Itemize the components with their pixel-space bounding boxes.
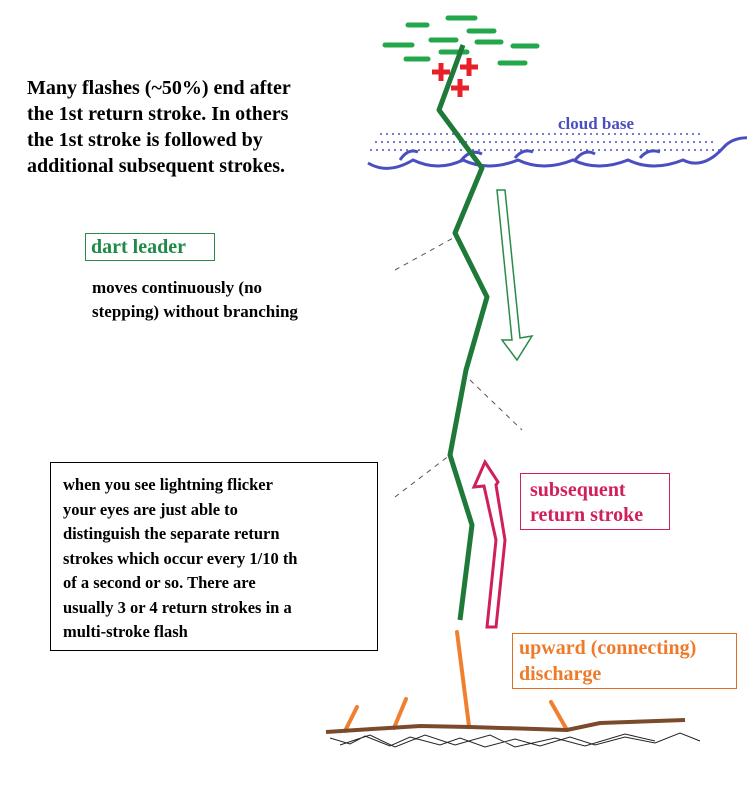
negative-charges bbox=[382, 15, 540, 66]
upward-discharge-label: upward (connecting) discharge bbox=[512, 633, 737, 689]
intro-text: Many flashes (~50%) end after the 1st re… bbox=[27, 77, 291, 177]
dart-leader-description: moves continuously (no stepping) without… bbox=[92, 278, 298, 321]
return-stroke-label: subsequent return stroke bbox=[520, 473, 670, 530]
dart-leader-label: dart leader bbox=[85, 233, 215, 261]
leader-dashes bbox=[394, 236, 523, 498]
dart-leader-channel bbox=[436, 44, 490, 621]
flicker-note-box: when you see lightning flicker your eyes… bbox=[50, 462, 378, 651]
positive-charges bbox=[432, 58, 478, 97]
upward-discharges bbox=[343, 630, 569, 733]
upward-arrow-icon bbox=[471, 458, 507, 629]
cloud-base bbox=[367, 133, 747, 170]
cloud-base-label: cloud base bbox=[558, 114, 635, 133]
ground bbox=[325, 718, 701, 748]
downward-arrow-icon bbox=[496, 189, 534, 362]
